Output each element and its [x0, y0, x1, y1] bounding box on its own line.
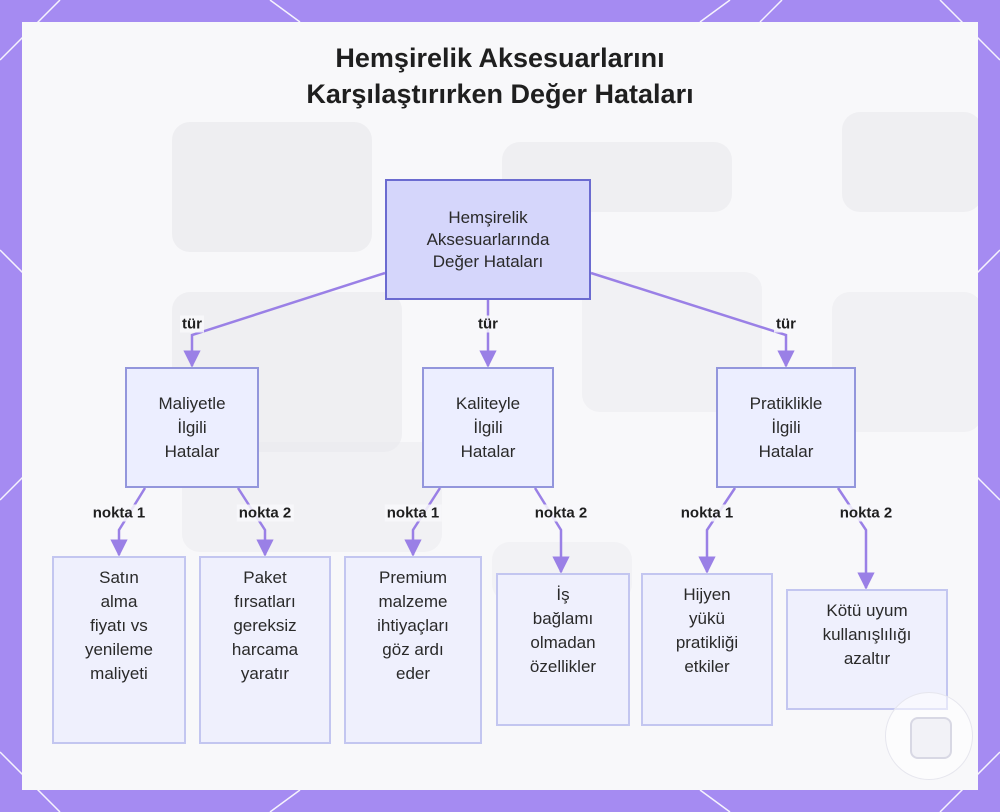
edge-practicality-leaf2: [838, 488, 866, 588]
edge-quality-leaf2: [535, 488, 561, 572]
edge-root-practicality: [591, 273, 786, 366]
category-node-quality: Kaliteyle İlgili Hatalar: [422, 367, 554, 488]
edge-label-point-2: nokta 2: [533, 505, 590, 522]
leaf-node-cost-2: Paket fırsatları gereksiz harcama yaratı…: [199, 556, 331, 744]
leaf-node-cost-1: Satın alma fiyatı vs yenileme maliyeti: [52, 556, 186, 744]
leaf-node-quality-2: İş bağlamı olmadan özellikler: [496, 573, 630, 726]
leaf-node-practicality-1: Hijyen yükü pratikliği etkiler: [641, 573, 773, 726]
title-line-1: Hemşirelik Aksesuarlarını: [22, 40, 978, 76]
edge-root-cost: [192, 273, 385, 366]
title-line-2: Karşılaştırırken Değer Hataları: [22, 76, 978, 112]
category-node-practicality: Pratiklikle İlgili Hatalar: [716, 367, 856, 488]
edge-practicality-leaf1: [707, 488, 735, 572]
edge-label-point-2: nokta 2: [237, 505, 294, 522]
edge-label-type: tür: [774, 316, 798, 333]
logo-icon: [910, 717, 952, 759]
edge-cost-leaf1: [119, 488, 145, 555]
edge-cost-leaf2: [238, 488, 265, 555]
category-node-cost: Maliyetle İlgili Hatalar: [125, 367, 259, 488]
edge-quality-leaf1: [413, 488, 440, 555]
leaf-node-quality-1: Premium malzeme ihtiyaçları göz ardı ede…: [344, 556, 482, 744]
edge-label-type: tür: [476, 316, 500, 333]
root-node: Hemşirelik Aksesuarlarında Değer Hatalar…: [385, 179, 591, 300]
edge-label-point-1: nokta 1: [385, 505, 442, 522]
diagram-title: Hemşirelik Aksesuarlarını Karşılaştırırk…: [22, 40, 978, 112]
edge-label-point-1: nokta 1: [679, 505, 736, 522]
logo-badge: [885, 692, 973, 780]
edge-label-type: tür: [180, 316, 204, 333]
edge-label-point-1: nokta 1: [91, 505, 148, 522]
edge-label-point-2: nokta 2: [838, 505, 895, 522]
